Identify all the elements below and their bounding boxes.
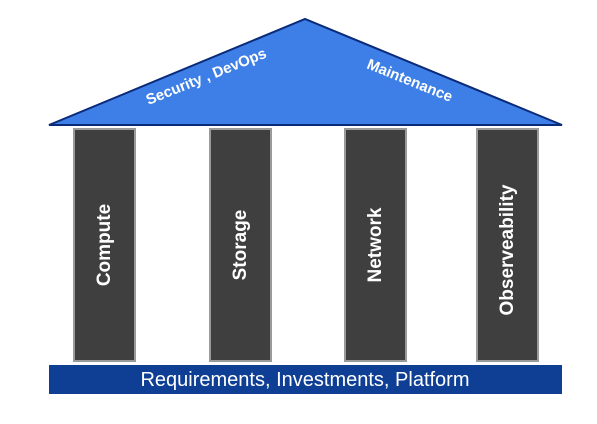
pillar-label-network: Network <box>365 207 386 282</box>
base-label: Requirements, Investments, Platform <box>140 369 469 391</box>
pillar-network <box>344 128 407 362</box>
pillar-storage <box>209 128 272 362</box>
pillar-label-storage: Storage <box>230 210 251 281</box>
pillar-observeability <box>476 128 539 362</box>
pillar-compute <box>73 128 136 362</box>
roof-triangle <box>48 17 563 126</box>
pillar-label-compute: Compute <box>94 204 115 286</box>
base-bar <box>49 365 562 394</box>
pillar-label-observeability: Observeability <box>497 184 518 315</box>
